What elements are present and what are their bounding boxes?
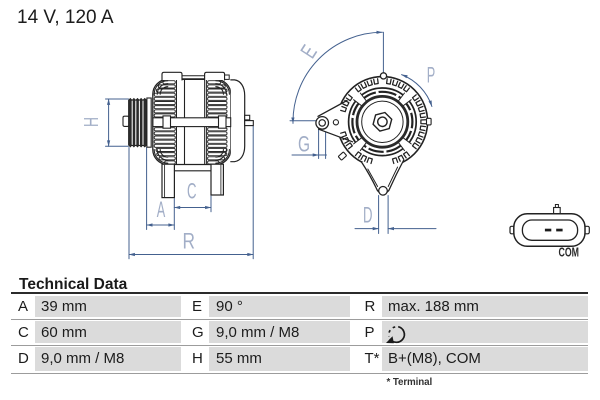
svg-text:A: A	[157, 197, 166, 222]
svg-text:P: P	[427, 63, 436, 88]
svg-text:COM: COM	[559, 245, 580, 259]
svg-text:E: E	[296, 40, 322, 62]
svg-text:C: C	[187, 179, 197, 204]
svg-text:G: G	[298, 132, 310, 157]
svg-text:R: R	[183, 229, 196, 254]
svg-text:H: H	[80, 117, 103, 127]
svg-text:D: D	[363, 202, 373, 227]
